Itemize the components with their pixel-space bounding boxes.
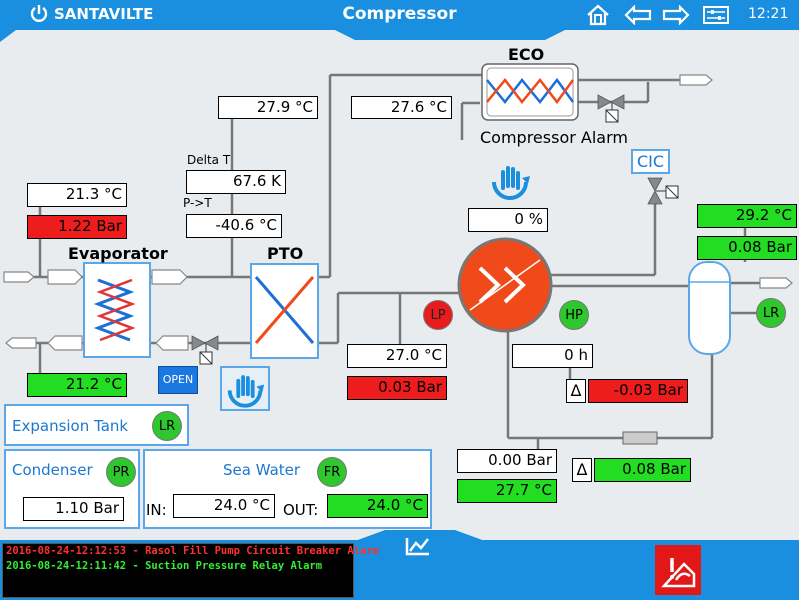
eco-outlet-arrow <box>679 74 713 86</box>
forward-button[interactable] <box>662 2 690 28</box>
expansion-valve <box>191 335 219 351</box>
open-button[interactable]: OPEN <box>158 366 198 394</box>
lp-pressure: 0.03 Bar <box>347 376 447 400</box>
delta-t-value: 67.6 K <box>186 170 286 194</box>
evaporator <box>83 262 151 358</box>
power-icon <box>30 5 48 22</box>
delta-p-2-value: 0.08 Bar <box>594 458 691 482</box>
home-icon <box>587 4 609 26</box>
valve-manual-button[interactable] <box>220 366 270 411</box>
header-tab <box>0 30 565 42</box>
oil-filter <box>622 431 658 445</box>
sea-water-panel[interactable]: Sea Water FR IN: 24.0 °C OUT: 24.0 °C <box>143 449 432 529</box>
receiver-outlet-arrow <box>759 277 793 289</box>
evaporator-pressure: 1.22 Bar <box>27 215 127 239</box>
running-hours: 0 h <box>512 344 593 368</box>
oil-temp: 27.7 °C <box>457 479 557 503</box>
delta-p-1-value: -0.03 Bar <box>588 379 688 403</box>
pto-arrow <box>151 269 188 285</box>
alarm-acknowledge-button[interactable] <box>655 545 701 595</box>
alarm-list[interactable]: 2016-08-24-12:12:53 - Rasol Fill Pump Ci… <box>2 543 379 598</box>
footer-tab <box>355 530 485 541</box>
eco-valve <box>597 94 625 110</box>
trend-button[interactable] <box>396 530 440 562</box>
compressor <box>457 237 553 333</box>
sea-water-fr-indicator: FR <box>317 457 347 487</box>
brand-name: SANTAVILTE <box>54 5 154 23</box>
cic-label[interactable]: CIC <box>631 149 671 174</box>
alarm-entry-1[interactable]: 2016-08-24-12:12:53 - Rasol Fill Pump Ci… <box>6 545 379 557</box>
alarm-bell-icon <box>661 558 696 588</box>
chart-icon <box>405 538 429 556</box>
condenser-label: Condenser <box>12 461 93 479</box>
pto-exchanger <box>250 263 319 359</box>
eco-inlet-temp: 27.6 °C <box>351 96 452 119</box>
expansion-lr-indicator: LR <box>152 411 182 441</box>
condenser-pr-indicator: PR <box>106 457 136 487</box>
hp-indicator: HP <box>559 300 589 330</box>
receiver-lr-indicator: LR <box>756 298 786 328</box>
p-t-label: P->T <box>183 196 212 210</box>
hand-icon <box>227 375 265 408</box>
clock: 12:21 <box>748 6 789 22</box>
receiver-tank <box>688 261 731 355</box>
sea-water-out-label: OUT: <box>283 501 319 519</box>
outlet-arrow-2 <box>47 335 83 351</box>
p-t-value: -40.6 °C <box>186 214 282 238</box>
settings-button[interactable] <box>702 2 730 28</box>
receiver-temp: 29.2 °C <box>697 204 797 228</box>
lp-temp: 27.0 °C <box>347 344 447 368</box>
delta-t-label: Delta T <box>187 153 231 167</box>
delta-p-1-symbol: Δ <box>566 379 586 403</box>
sea-water-in-label: IN: <box>146 501 167 519</box>
inlet-arrow-1 <box>3 271 35 283</box>
sea-water-in-temp: 24.0 °C <box>173 494 275 518</box>
pto-label: PTO <box>267 244 304 263</box>
arrow-left-icon <box>624 5 652 25</box>
eco-label: ECO <box>508 45 545 64</box>
oil-pressure: 0.00 Bar <box>457 449 557 473</box>
return-arrow <box>155 335 189 351</box>
sea-water-label: Sea Water <box>223 461 301 479</box>
header-bar: SANTAVILTE Compressor 12:21 <box>0 0 799 30</box>
delta-p-2-symbol: Δ <box>572 458 592 482</box>
piping-diagram <box>3 63 793 452</box>
evaporator-outlet-temp: 21.2 °C <box>27 373 127 397</box>
sea-water-out-temp: 24.0 °C <box>327 494 428 518</box>
eco-exchanger <box>481 63 579 121</box>
arrow-right-icon <box>662 5 690 25</box>
evaporator-temp: 21.3 °C <box>27 183 127 207</box>
compressor-manual-button[interactable] <box>486 160 534 200</box>
pto-top-temp: 27.9 °C <box>218 96 318 119</box>
evaporator-label: Evaporator <box>68 244 168 263</box>
lp-indicator: LP <box>423 300 453 330</box>
expansion-tank-label: Expansion Tank <box>12 417 129 435</box>
home-button[interactable] <box>584 2 612 28</box>
outlet-arrow-1 <box>5 337 37 349</box>
sliders-icon <box>703 6 729 24</box>
condenser-panel[interactable]: Condenser PR 1.10 Bar <box>4 449 140 529</box>
back-button[interactable] <box>624 2 652 28</box>
alarm-entry-2[interactable]: 2016-08-24-12:11:42 - Suction Pressure R… <box>6 560 323 572</box>
hand-icon <box>492 166 530 200</box>
brand: SANTAVILTE <box>30 4 153 24</box>
cic-valve <box>647 177 663 205</box>
inlet-arrow-2 <box>47 269 83 285</box>
compressor-alarm-label: Compressor Alarm <box>480 128 628 147</box>
condenser-pressure: 1.10 Bar <box>23 497 124 521</box>
compressor-capacity: 0 % <box>468 208 548 232</box>
expansion-tank-panel[interactable]: Expansion Tank LR <box>4 404 189 446</box>
receiver-pressure: 0.08 Bar <box>697 236 797 260</box>
